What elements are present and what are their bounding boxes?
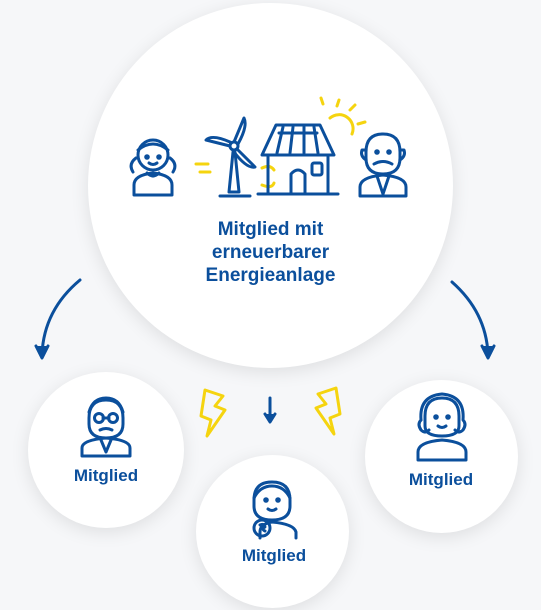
main-label-line-1: Mitglied mit xyxy=(217,219,324,240)
curved-arrow-left-icon xyxy=(34,278,82,360)
woman-with-coin-icon xyxy=(252,480,298,540)
lightning-right-icon xyxy=(314,386,342,436)
member-label-right: Mitglied xyxy=(408,470,474,489)
lightning-left-icon xyxy=(199,388,227,438)
main-label-line-2: erneuerbarer xyxy=(211,242,330,263)
girl-icon xyxy=(129,138,177,197)
house-with-solar-panel-icon xyxy=(256,123,340,196)
down-arrow-icon xyxy=(263,396,277,424)
member-label-center: Mitglied xyxy=(241,546,307,565)
member-label-left: Mitglied xyxy=(73,466,139,485)
sun-icon xyxy=(319,96,367,136)
old-man-icon xyxy=(358,132,408,198)
woman-curly-hair-icon xyxy=(416,392,468,462)
main-label-line-3: Energieanlage xyxy=(205,265,336,286)
main-member-label: Mitglied mit erneuerbarer Energieanlage xyxy=(0,218,541,287)
curved-arrow-right-icon xyxy=(450,280,496,360)
member-circle-right xyxy=(365,380,518,533)
wind-dashes-icon xyxy=(194,162,276,189)
wind-turbine-icon xyxy=(204,116,257,198)
man-with-glasses-icon xyxy=(80,396,132,458)
member-circle-center xyxy=(196,455,349,608)
